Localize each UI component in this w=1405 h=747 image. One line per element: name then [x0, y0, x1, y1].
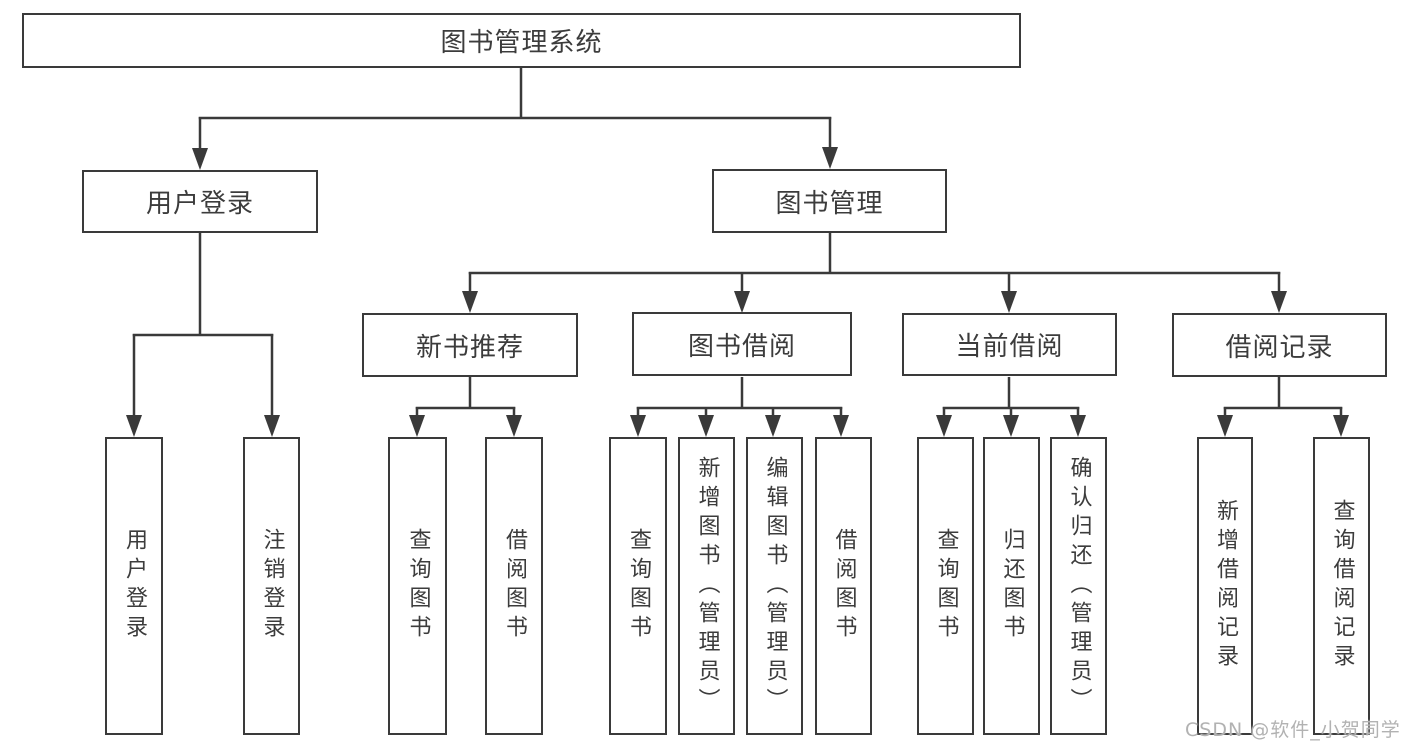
node-label: 新增借阅记录 [1213, 499, 1238, 673]
node-label: 确认归还（管理员） [1066, 455, 1092, 717]
node-label: 编辑图书（管理员） [762, 455, 788, 717]
node-label: 新增图书（管理员） [694, 455, 720, 717]
node-label: 查询图书 [933, 528, 959, 644]
node-book-management: 图书管理 [712, 169, 947, 233]
leaf-edit-books-admin: 编辑图书（管理员） [746, 437, 803, 735]
node-label: 查询图书 [626, 528, 651, 644]
node-user-login: 用户登录 [82, 170, 318, 233]
leaf-borrow-books: 借阅图书 [815, 437, 872, 735]
node-label: 归还图书 [999, 528, 1025, 644]
leaf-query-borrow-record: 查询借阅记录 [1313, 437, 1370, 735]
leaf-add-borrow-record: 新增借阅记录 [1197, 437, 1253, 735]
node-label: 注销登录 [259, 528, 285, 644]
node-label: 借阅记录 [1225, 332, 1334, 363]
node-label: 当前借阅 [955, 332, 1064, 362]
leaf-query-books-recommend: 查询图书 [388, 437, 447, 735]
node-label: 图书管理 [775, 188, 884, 219]
node-label: 用户登录 [122, 528, 147, 644]
arrowheads [126, 147, 1349, 437]
node-label: 借阅图书 [502, 528, 527, 644]
leaf-borrow-books-recommend: 借阅图书 [485, 437, 543, 735]
watermark-text: CSDN @软件_小贺同学 [1185, 719, 1401, 741]
node-borrowing-records: 借阅记录 [1172, 313, 1387, 377]
node-book-borrowing: 图书借阅 [632, 312, 852, 376]
leaf-logout: 注销登录 [243, 437, 300, 735]
node-label: 查询图书 [405, 528, 431, 644]
leaf-return-books: 归还图书 [983, 437, 1040, 735]
node-label: 新书推荐 [415, 332, 524, 363]
node-current-borrowing: 当前借阅 [902, 313, 1117, 376]
node-new-book-recommendation: 新书推荐 [362, 313, 578, 377]
leaf-user-login: 用户登录 [105, 437, 163, 735]
node-library-management-system: 图书管理系统 [22, 13, 1021, 68]
leaf-query-books-current: 查询图书 [917, 437, 974, 735]
node-label: 用户登录 [145, 189, 254, 219]
node-label: 查询借阅记录 [1329, 499, 1355, 673]
leaf-confirm-return-admin: 确认归还（管理员） [1050, 437, 1107, 735]
leaf-query-books-borrow: 查询图书 [609, 437, 667, 735]
node-label: 图书管理系统 [440, 28, 603, 58]
node-label: 借阅图书 [831, 528, 857, 644]
leaf-add-books-admin: 新增图书（管理员） [678, 437, 735, 735]
node-label: 图书借阅 [687, 331, 796, 362]
